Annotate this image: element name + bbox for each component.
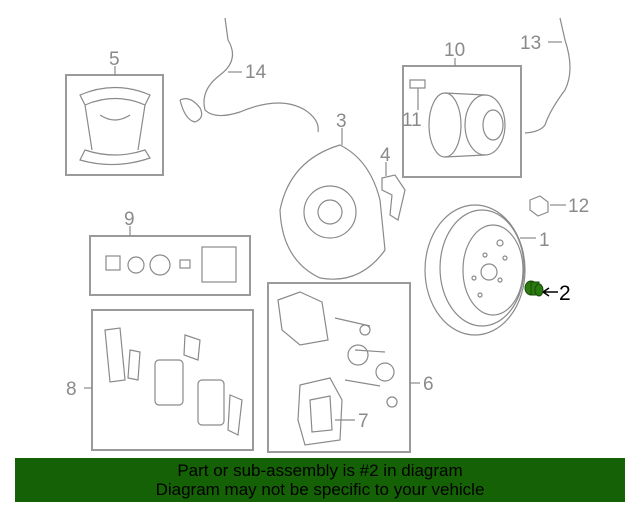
callout-8: 8 xyxy=(66,379,77,400)
highlighted-part-2 xyxy=(524,280,544,297)
callout-1: 1 xyxy=(539,230,550,251)
hub-bearing-10 xyxy=(428,92,506,158)
callout-9: 9 xyxy=(124,209,135,230)
caliper-kit-9 xyxy=(105,246,237,283)
callout-14: 14 xyxy=(245,62,267,83)
callout-5: 5 xyxy=(109,49,120,70)
callout-6: 6 xyxy=(423,374,434,395)
nut-12 xyxy=(529,195,549,217)
hub-bolt-11 xyxy=(409,79,426,110)
bracket-4 xyxy=(381,174,406,221)
brake-rotor-1 xyxy=(424,204,526,336)
parking-brake-shoes xyxy=(79,86,151,166)
group-box-8 xyxy=(91,309,254,451)
callout-2: 2 xyxy=(559,282,571,305)
backing-plate-3 xyxy=(279,144,386,280)
speed-sensor-wire-13 xyxy=(524,17,571,134)
callout-13: 13 xyxy=(520,33,541,54)
callout-4: 4 xyxy=(380,145,391,166)
speed-sensor-wire-14 xyxy=(179,17,319,133)
callout-3: 3 xyxy=(336,111,347,132)
group-box-10 xyxy=(402,65,522,178)
callout-11: 11 xyxy=(402,110,422,131)
group-box-9 xyxy=(89,235,251,296)
callout-10: 10 xyxy=(444,40,465,61)
info-banner: Part or sub-assembly is #2 in diagram Di… xyxy=(15,458,625,502)
banner-line-2: Diagram may not be specific to your vehi… xyxy=(155,480,485,499)
callout-12: 12 xyxy=(568,196,589,217)
caliper-mount-7 xyxy=(297,377,343,446)
caliper-6 xyxy=(277,291,398,408)
group-box-6 xyxy=(267,282,411,453)
banner-line-1: Part or sub-assembly is #2 in diagram xyxy=(177,461,463,480)
brake-pads-8 xyxy=(104,327,243,436)
callout-7: 7 xyxy=(358,411,369,432)
